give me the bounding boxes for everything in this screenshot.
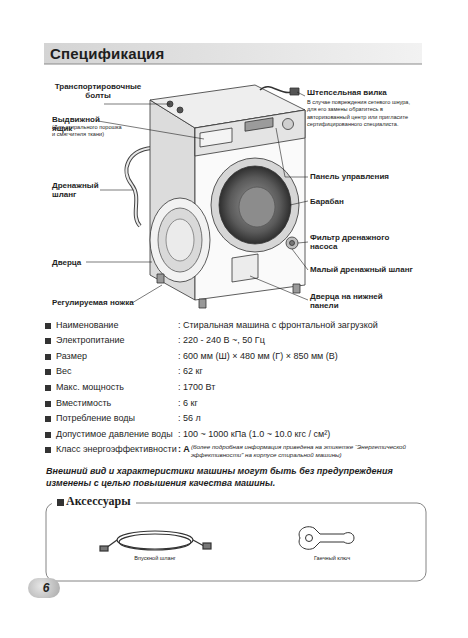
pump-filter-cap [290,241,295,246]
wrench [299,527,354,550]
plug [290,88,299,95]
spec-value: : 1700 Вт [178,382,428,393]
drum-rim [211,158,299,252]
spec-value: : Стиральная машина с фронтальной загруз… [178,320,428,331]
warning-note: В случае повреждения сетевого шнура, для… [307,99,419,128]
page-number-badge: 6 [28,578,60,598]
open-door [150,198,210,282]
washer-front [195,110,305,300]
spec-name: Допустимое давление воды [56,429,176,440]
bullet [45,447,51,453]
spec-name: Электропитание [56,335,176,346]
spec-value: : 220 - 240 В ~, 50 Гц [178,335,428,346]
page-title: Спецификация [50,45,164,62]
leader-line [100,190,133,191]
bullet [45,369,51,375]
leader-line [290,201,308,205]
part-note: (Для стирального порошка и смягчителя тк… [52,124,122,139]
accessories-frame [46,503,426,581]
spec-note: (более подробная информация приведена на… [191,443,426,460]
drain-hose-inner [126,148,152,226]
wrench-drawing [299,527,354,550]
washer-drawing [126,85,305,308]
spec-name: Вес [56,366,176,377]
pump-filter [286,237,298,249]
part-label: Фильтр дренажного насоса [310,233,390,251]
leader-line [104,104,170,105]
part-label: Малый дренажный шланг [310,265,430,274]
heading-bullet [57,499,64,506]
spec-value: : 62 кг [178,366,428,377]
part-label: Регулируемая ножка [52,298,142,307]
drum-back [239,187,275,227]
hose-coil [117,531,193,549]
transport-bolt [177,107,183,113]
part-label: Панель управления [310,172,410,181]
spec-value: : 6 кг [178,398,428,409]
accessory-name: Гаечный ключ [292,555,372,561]
accessories-box: АксессуарыВпускной шлангГаечный ключ [46,503,426,581]
part-label: Штепсельная вилка [307,88,417,97]
leader-line [86,262,152,263]
hose-fitting [100,546,108,551]
title-band [44,43,422,64]
hose-end [193,540,204,546]
leader-line [292,249,308,270]
title-rule [44,64,422,65]
program-knob [283,119,294,130]
power-cord [260,87,292,93]
foot [157,274,164,283]
leader-line [298,242,308,243]
display [245,118,273,131]
part-label: Дверца на нижней панели [310,292,390,310]
leader-line [297,92,305,96]
hose-coil [119,534,191,550]
wrench-hole [306,535,313,542]
footnote: Внешний вид и характеристики машины могу… [46,466,431,489]
bullet [45,354,51,360]
leader-lines [86,92,308,303]
spec-name: Наименование [56,320,176,331]
leader-line [132,285,162,303]
bullet [45,385,51,391]
bullet [45,323,51,329]
bullet [45,401,51,407]
spec-name: Макс. мощность [56,382,176,393]
page-number: 6 [30,581,62,595]
spec-name: Размер [56,351,176,362]
spec-value: : 600 мм (Ш) × 480 мм (Г) × 850 мм (В) [178,351,428,362]
spec-name: Вместимость [56,398,176,409]
control-panel [195,110,305,156]
bullet [45,432,51,438]
bullet [45,416,51,422]
spec-bullets [45,323,51,453]
part-label: Дверца [52,258,92,267]
accessory-name: Впускной шланг [115,555,195,561]
drain-hose [126,148,152,226]
part-label: Дренажный шланг [52,181,104,199]
drum [219,166,291,244]
spec-name: Потребление воды [56,413,176,424]
leader-line [276,128,308,177]
door-glass [158,208,202,272]
part-label: Транспортировочные болты [48,82,148,100]
foot [199,299,206,308]
detergent-drawer [200,128,232,147]
foot [293,284,300,293]
box-heading: Аксессуары [66,494,156,509]
leader-line [250,276,308,300]
inlet-hose-drawing [100,531,211,551]
part-label: Барабан [310,197,410,206]
bullet [45,338,51,344]
spec-value: : 100 ~ 1000 кПа (1.0 ~ 10.0 кгс / см²) [178,429,428,440]
spec-name: Класс энергоэффективности [56,444,176,455]
door-glass-inner [166,219,194,261]
hose-fitting [203,543,211,549]
spec-value: : 56 л [178,413,428,424]
